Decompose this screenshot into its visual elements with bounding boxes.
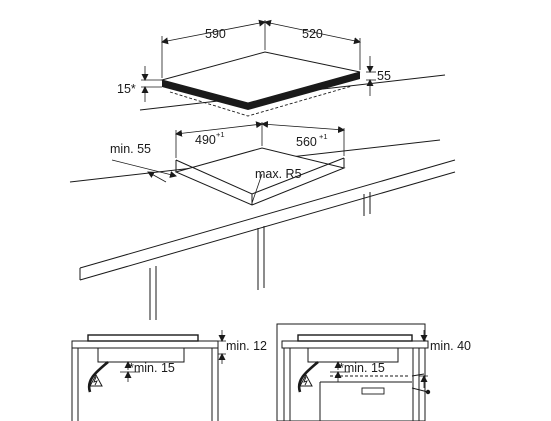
dim-55-label: 55 bbox=[377, 69, 391, 83]
section-right-min15-label: *min. 15 bbox=[339, 361, 385, 375]
dim-560-line bbox=[261, 120, 345, 134]
section-left-min12-label: min. 12 bbox=[226, 339, 267, 353]
section-right-oven-vent bbox=[411, 373, 425, 377]
radius-label: max. R5 bbox=[255, 167, 302, 181]
hob-top-view: 590 520 55 15* bbox=[117, 19, 446, 117]
section-right-oven-knob-stem bbox=[411, 387, 429, 393]
dim-490-tolerance: +1 bbox=[216, 130, 225, 139]
cutout-inner-edge bbox=[175, 157, 345, 195]
hob-underside-dashed bbox=[169, 85, 353, 117]
dim-15-label: 15* bbox=[117, 82, 136, 96]
dim-560-label: 560 bbox=[296, 135, 317, 149]
section-right: *min. 15 min. 40 bbox=[276, 323, 471, 421]
hob-glass-top bbox=[160, 51, 361, 104]
section-right-oven-knob bbox=[425, 389, 431, 395]
dim-520-line bbox=[264, 19, 361, 45]
section-right-frame bbox=[276, 323, 426, 421]
section-right-min40-label: min. 40 bbox=[430, 339, 471, 353]
section-left-warning-icon bbox=[89, 373, 103, 387]
dim-590-line bbox=[161, 19, 266, 45]
worktop-front-top-edge bbox=[79, 159, 456, 269]
section-right-oven-handle bbox=[361, 387, 385, 395]
section-right-hob-body bbox=[307, 347, 399, 363]
dim-min55-arrow-out bbox=[147, 171, 167, 183]
section-right-hob-glass bbox=[297, 334, 413, 342]
dim-490-label: 490 bbox=[195, 133, 216, 147]
section-left-worktop bbox=[71, 340, 219, 349]
dim-590-label: 590 bbox=[205, 27, 226, 41]
section-left-hob-glass bbox=[87, 334, 199, 342]
section-left-hob-body bbox=[97, 347, 185, 363]
hob-front-edge bbox=[162, 80, 248, 110]
section-left: *min. 15 min. 12 bbox=[71, 330, 267, 421]
hob-side-edge bbox=[248, 72, 360, 110]
section-right-lightning-icon bbox=[303, 376, 308, 386]
dim-min55-arrow-in bbox=[111, 159, 177, 178]
dim-560-tolerance: +1 bbox=[319, 132, 328, 141]
section-left-cable bbox=[87, 361, 109, 393]
section-right-cable bbox=[297, 361, 319, 393]
section-right-warning-icon bbox=[299, 373, 313, 387]
section-left-lightning-icon bbox=[93, 376, 98, 386]
worktop-cutout-view: 490 +1 560 +1 min. 55 max. R5 bbox=[69, 120, 456, 320]
dim-min55-label: min. 55 bbox=[110, 142, 151, 156]
section-left-min15-label: *min. 15 bbox=[129, 361, 175, 375]
dim-490-line bbox=[175, 121, 263, 137]
radius-leader bbox=[251, 173, 263, 204]
dim-520-label: 520 bbox=[302, 27, 323, 41]
section-right-worktop bbox=[281, 340, 429, 349]
worktop-front-bottom-edge bbox=[79, 171, 456, 281]
